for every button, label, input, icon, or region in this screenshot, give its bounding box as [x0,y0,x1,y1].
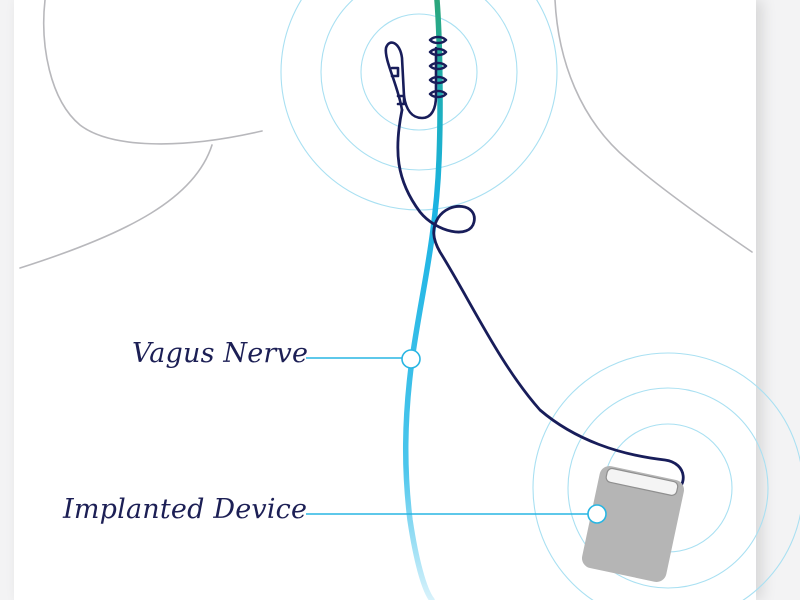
head-outline [42,0,263,145]
implanted-device-callout [306,504,607,524]
vagus-nerve [402,0,443,600]
body-outline [19,0,753,269]
vagus-nerve-callout [306,349,421,369]
vagus-nerve-label: Vagus Nerve [132,338,309,369]
electrode-cuff [384,35,448,120]
electrode-signal-rings [280,0,558,211]
shoulder-outline-left [19,144,213,269]
implanted-device-label: Implanted Device [63,494,308,525]
shoulder-outline-right [554,0,753,253]
lead-wire [396,108,685,494]
implanted-device [581,466,685,582]
